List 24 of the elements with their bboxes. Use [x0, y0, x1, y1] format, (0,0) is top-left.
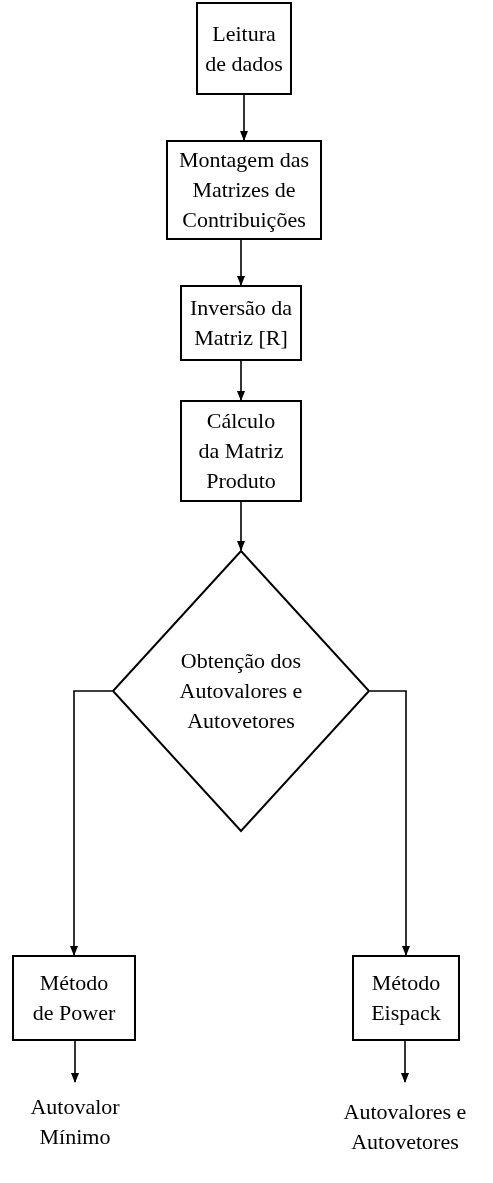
output-label: Autovalores e Autovetores [342, 1098, 468, 1156]
arrow [237, 501, 245, 551]
process-box [180, 400, 302, 502]
arrow [237, 239, 245, 286]
process-box [352, 955, 460, 1041]
node-label: Método de Power [31, 969, 117, 1027]
arrow [240, 94, 248, 141]
node-label: Obtenção dos Autovalores e Autovetores [178, 647, 304, 735]
decision-diamond [112, 550, 370, 832]
node-label: Leitura de dados [204, 19, 284, 78]
process-box [180, 285, 302, 361]
node-label: Montagem das Matrizes de Contribuições [177, 146, 311, 234]
output-label: Autovalor Mínimo [29, 1093, 121, 1151]
node-label: Cálculo da Matriz Produto [197, 407, 285, 495]
process-box [196, 2, 292, 95]
node-label: Método Eispack [370, 969, 442, 1027]
process-box [166, 140, 322, 240]
arrow [237, 360, 245, 401]
node-label: Inversão da Matriz [R] [189, 294, 293, 352]
arrow [71, 1040, 79, 1083]
arrow [369, 690, 410, 956]
arrow [401, 1040, 409, 1083]
arrow [70, 690, 113, 956]
process-box [12, 955, 136, 1041]
